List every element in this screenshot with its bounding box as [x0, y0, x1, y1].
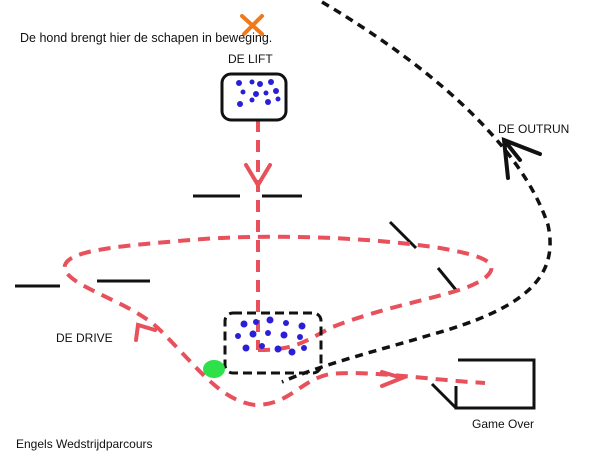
outrun-arrow-icon: [501, 136, 542, 180]
cross-gate-upper: [388, 220, 418, 250]
game-over-label: Game Over: [472, 417, 535, 431]
cross-gate-lower: [436, 267, 458, 291]
drive-arrow-icon: [134, 322, 157, 342]
drive-path: [62, 120, 494, 408]
center-sheep-box: [223, 311, 323, 375]
center-sheep-group: [235, 316, 307, 356]
cross-marker-icon: [240, 14, 264, 36]
course-title: Engels Wedstrijdparcours: [16, 437, 153, 451]
shed-arrow-icon: [380, 370, 409, 388]
lift-sheep-group: [236, 79, 281, 107]
pen: [430, 358, 536, 410]
outrun-label: DE OUTRUN: [498, 122, 570, 136]
lift-label: DE LIFT: [228, 52, 273, 66]
lift-arrow-icon: [244, 163, 272, 189]
instruction-label: De hond brengt hier de schapen in bewegi…: [20, 31, 273, 45]
drive-label: DE DRIVE: [56, 331, 113, 345]
dog-marker: [203, 360, 225, 378]
outrun-path: [281, 0, 552, 384]
